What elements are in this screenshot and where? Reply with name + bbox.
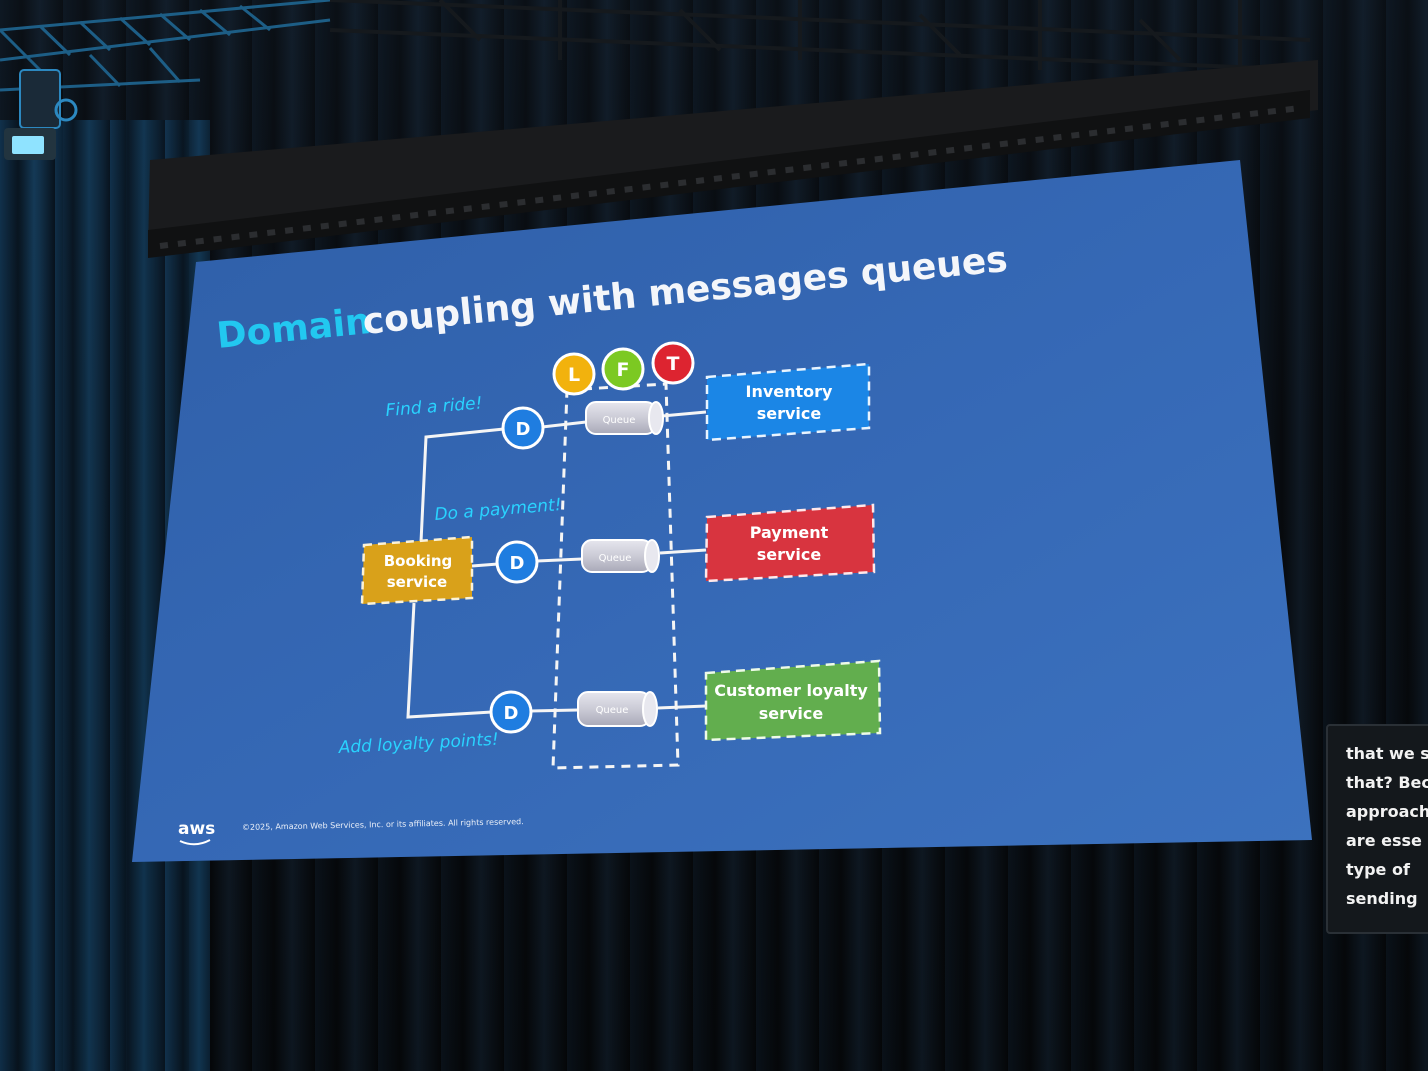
- caption-line: that we se: [1346, 744, 1428, 763]
- svg-text:D: D: [504, 703, 519, 724]
- svg-text:Inventory: Inventory: [746, 382, 834, 401]
- badge-F: F: [601, 347, 645, 391]
- caption-line: that? Bec: [1346, 773, 1428, 792]
- svg-text:L: L: [568, 364, 580, 386]
- svg-text:aws: aws: [178, 819, 215, 839]
- svg-text:Customer loyalty: Customer loyalty: [714, 681, 868, 700]
- dispatcher-bottom: D: [489, 690, 533, 734]
- aws-logo-icon: aws: [178, 819, 215, 846]
- loyalty-service-box: Customer loyalty service: [704, 659, 882, 742]
- svg-text:service: service: [757, 545, 822, 564]
- caption-line: approach: [1346, 802, 1428, 821]
- stage-light-icon: [4, 69, 78, 160]
- svg-text:service: service: [387, 573, 447, 591]
- svg-text:T: T: [667, 353, 680, 375]
- svg-text:Booking: Booking: [384, 552, 453, 570]
- screen-housing: [148, 60, 1318, 258]
- caption-line: are esse: [1346, 831, 1422, 850]
- svg-text:D: D: [516, 419, 531, 440]
- svg-text:Queue: Queue: [596, 705, 629, 716]
- queue-middle: Queue: [581, 539, 660, 573]
- slide-background: [132, 160, 1312, 862]
- caption-line: sending: [1346, 889, 1418, 908]
- badge-L: L: [552, 352, 596, 396]
- badge-T: T: [651, 341, 695, 385]
- svg-text:F: F: [617, 359, 630, 381]
- queue-bottom: Queue: [577, 691, 658, 727]
- svg-text:Payment: Payment: [750, 523, 829, 542]
- svg-text:Queue: Queue: [599, 553, 632, 564]
- dispatcher-top: D: [501, 406, 545, 450]
- caption-monitor: that we se that? Bec approach are esse t…: [1326, 724, 1428, 934]
- svg-text:service: service: [759, 704, 824, 723]
- booking-service-box: Booking service: [360, 535, 474, 606]
- svg-text:D: D: [510, 553, 525, 574]
- queue-top: Queue: [585, 401, 664, 435]
- payment-service-box: Payment service: [704, 503, 876, 583]
- svg-text:service: service: [757, 404, 822, 423]
- dispatcher-middle: D: [495, 540, 539, 584]
- inventory-service-box: Inventory service: [705, 362, 871, 442]
- svg-text:Queue: Queue: [603, 415, 636, 426]
- lighting-truss: [0, 0, 1311, 92]
- caption-line: type of: [1346, 860, 1410, 879]
